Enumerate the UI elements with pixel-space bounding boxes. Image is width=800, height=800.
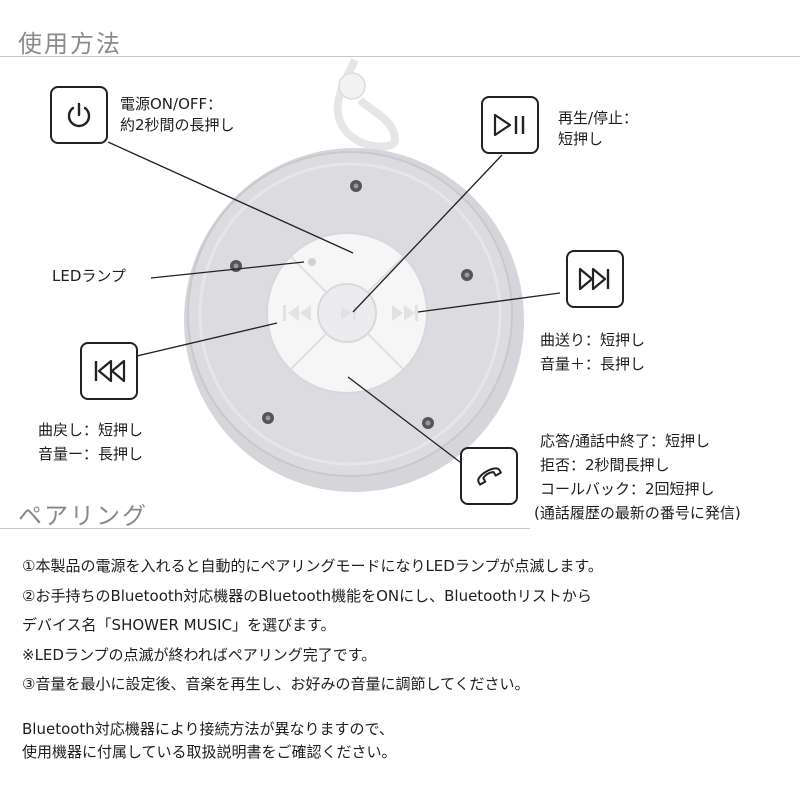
skip-back-icon bbox=[94, 359, 126, 383]
next-label-line1: 曲送り：短押し bbox=[540, 331, 646, 349]
speaker-illustration bbox=[106, 58, 561, 492]
pairing-step-3: ③音量を最小に設定後、音楽を再生し、お好みの音量に調節してください。 bbox=[22, 675, 530, 693]
power-label-line2: 約2秒間の長押し bbox=[120, 116, 235, 134]
skip-back-icon-box bbox=[80, 342, 138, 400]
play-pause-icon-box bbox=[481, 96, 539, 154]
pairing-step-2: ②お手持ちのBluetooth対応機器のBluetooth機能をONにし、Blu… bbox=[22, 586, 592, 605]
strap bbox=[333, 58, 400, 151]
call-label-line2: 拒否：2秒間長押し bbox=[540, 456, 670, 474]
play-pause-label-line1: 再生/停止： bbox=[558, 109, 639, 127]
screw bbox=[350, 180, 362, 192]
screw bbox=[422, 417, 434, 429]
pairing-note: ※LEDランプの点滅が終わればペアリング完了です。 bbox=[22, 645, 377, 664]
phone-icon bbox=[477, 467, 502, 486]
prev-label-line1: 曲戻し：短押し bbox=[38, 421, 144, 439]
phone-icon-box bbox=[460, 447, 518, 505]
next-label: 曲送り：短押し 音量＋：長押し bbox=[540, 328, 645, 376]
power-icon bbox=[67, 102, 91, 128]
call-label: 応答/通話中終了：短押し 拒否：2秒間長押し コールバック：2回短押し (通話履… bbox=[534, 429, 741, 525]
pairing-instructions: ①本製品の電源を入れると自動的にペアリングモードになりLEDランプが点滅します。… bbox=[22, 552, 603, 700]
power-label: 電源ON/OFF： 約2秒間の長押し bbox=[120, 94, 235, 136]
prev-label-line2: 音量ー：長押し bbox=[38, 445, 144, 463]
skip-forward-icon bbox=[578, 267, 610, 291]
led-label: LEDランプ bbox=[52, 267, 126, 285]
leader-lines bbox=[106, 141, 561, 463]
call-label-line1: 応答/通話中終了：短押し bbox=[540, 432, 711, 450]
pairing-footnote-line1: Bluetooth対応機器により接続方法が異なりますので、 bbox=[22, 720, 394, 738]
play-pause-icon bbox=[493, 113, 525, 137]
skip-forward-icon-box bbox=[566, 250, 624, 308]
pairing-title-rule bbox=[0, 528, 530, 529]
led-lamp bbox=[308, 258, 316, 266]
usage-title: 使用方法 bbox=[18, 30, 122, 58]
pairing-step-1: ①本製品の電源を入れると自動的にペアリングモードになりLEDランプが点滅します。 bbox=[22, 557, 603, 575]
strap-knob bbox=[338, 72, 366, 100]
pairing-title: ペアリング bbox=[18, 502, 148, 530]
usage-title-rule bbox=[0, 56, 800, 57]
call-label-line3: コールバック：2回短押し bbox=[540, 480, 715, 498]
prev-label: 曲戻し：短押し 音量ー：長押し bbox=[38, 418, 143, 466]
power-label-line1: 電源ON/OFF： bbox=[120, 95, 223, 113]
screw bbox=[262, 412, 274, 424]
pairing-footnote-line2: 使用機器に付属している取扱説明書をご確認ください。 bbox=[22, 743, 397, 761]
pairing-footnote: Bluetooth対応機器により接続方法が異なりますので、 使用機器に付属してい… bbox=[22, 718, 397, 764]
call-label-line4: (通話履歴の最新の番号に発信) bbox=[534, 504, 741, 522]
next-label-line2: 音量＋：長押し bbox=[540, 355, 646, 373]
play-pause-label: 再生/停止： 短押し bbox=[558, 108, 638, 150]
power-button-icon-box bbox=[50, 86, 108, 144]
pairing-step-2-cont: デバイス名「SHOWER MUSIC」を選びます。 bbox=[22, 616, 336, 634]
play-pause-label-line2: 短押し bbox=[558, 130, 604, 148]
screw bbox=[461, 269, 473, 281]
